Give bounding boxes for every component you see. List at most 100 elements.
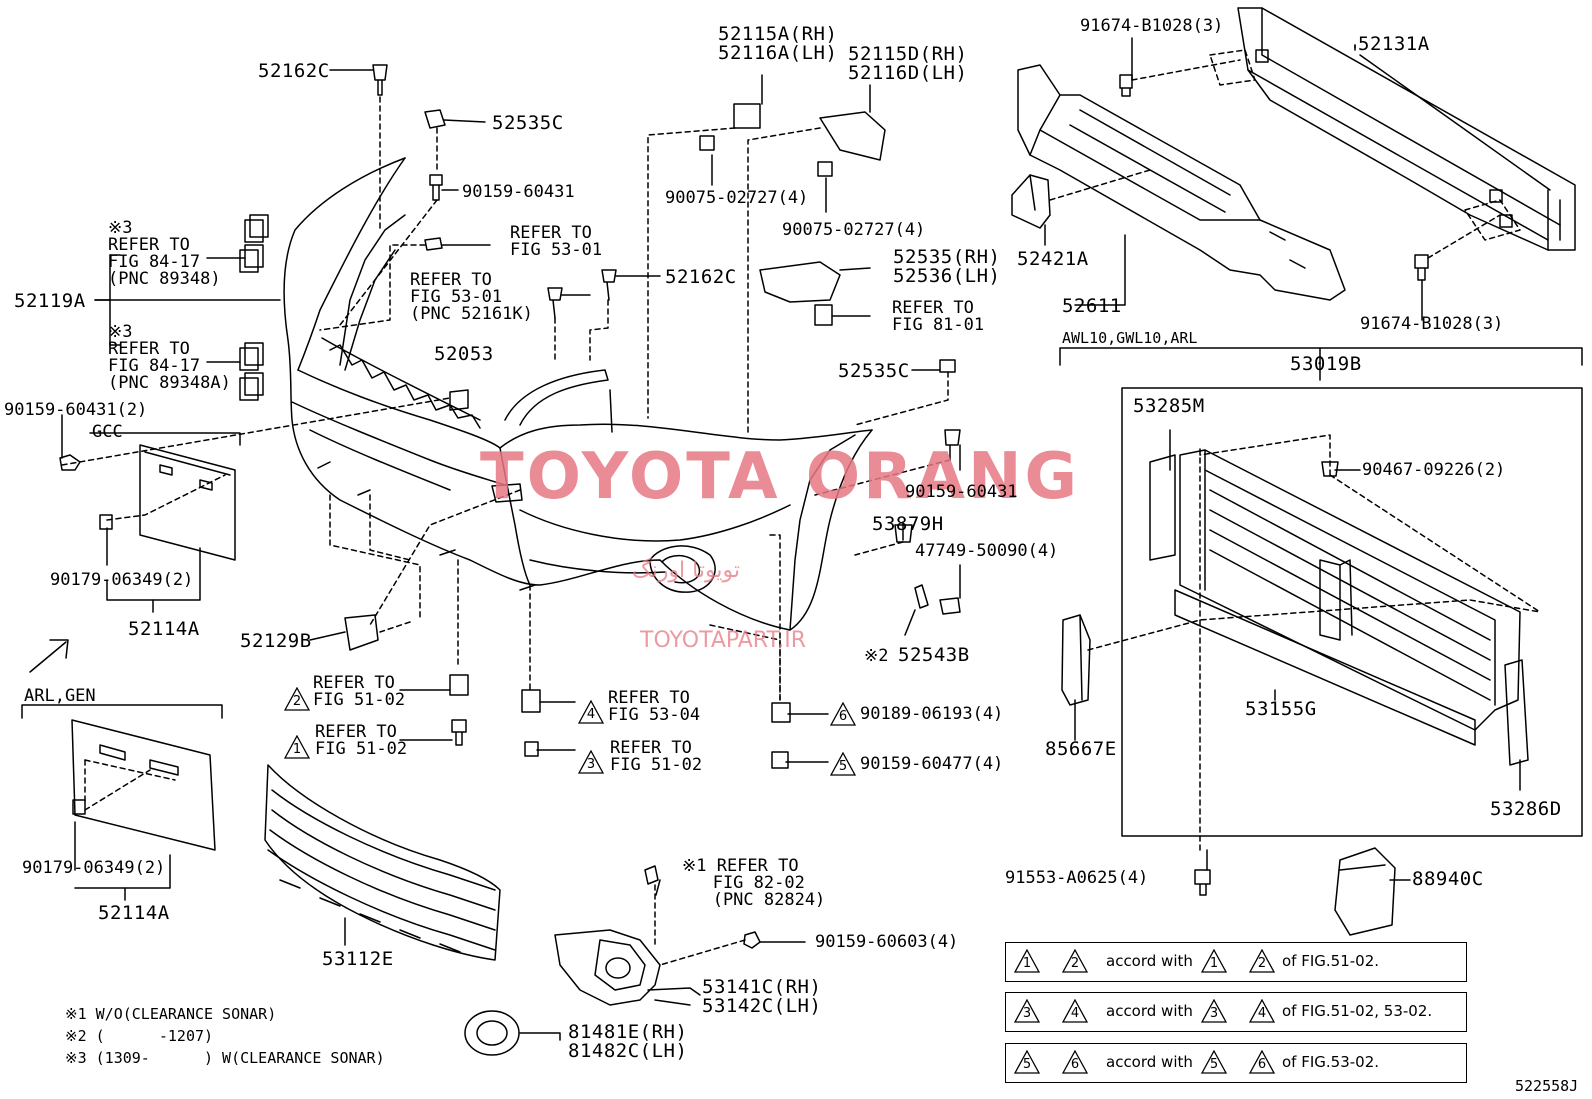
shutter-box bbox=[1121, 387, 1583, 837]
dashed-leaders-shutter bbox=[1087, 434, 1541, 651]
part-52115A: 52115A(RH) 52116A(LH) bbox=[718, 23, 838, 64]
part-90179-a: 90179-06349(2) bbox=[50, 570, 194, 590]
duct-88940C bbox=[1334, 847, 1396, 936]
accord-box-3: 5 6 accord with 5 6 of FIG.53-02. bbox=[1005, 1043, 1467, 1083]
bolt-icons-right bbox=[1119, 74, 1429, 281]
accord-2-tri-b-icon: 4 bbox=[1061, 998, 1089, 1023]
part-52162C-a: 52162C bbox=[258, 60, 330, 82]
accord-3-tri-b-icon: 6 bbox=[1061, 1049, 1089, 1074]
accord-3-tri-a-icon: 5 bbox=[1013, 1049, 1041, 1074]
bumper-cover-illustration bbox=[283, 157, 873, 631]
bolt-91553 bbox=[1194, 869, 1211, 896]
clip-90467 bbox=[1321, 461, 1339, 477]
triangle-2-icon: 2 bbox=[283, 686, 311, 711]
accord-2-tri-c-icon: 3 bbox=[1200, 998, 1228, 1023]
part-90159-60477: 90159-60477(4) bbox=[860, 754, 1004, 774]
accord-2-ref: of FIG.51-02, 53-02. bbox=[1282, 1002, 1433, 1020]
accord-3-tri-c-icon: 5 bbox=[1200, 1049, 1228, 1074]
part-53155G: 53155G bbox=[1245, 698, 1317, 720]
part-52131A: 52131A bbox=[1358, 33, 1430, 55]
part-91553: 91553-A0625(4) bbox=[1005, 868, 1149, 888]
accord-3-text: accord with bbox=[1106, 1053, 1193, 1071]
shutter-illustration bbox=[1174, 449, 1521, 746]
refer-fig-84-17-b: ※3 REFER TO FIG 84-17 (PNC 89348A) bbox=[108, 322, 231, 393]
part-52535-rh: 52535(RH) 52536(LH) bbox=[893, 246, 1001, 287]
part-90189: 90189-06193(4) bbox=[860, 704, 1004, 724]
triangle-6-icon: 6 bbox=[829, 701, 857, 726]
refer-fig-82-02: ※1 REFER TO FIG 82-02 (PNC 82824) bbox=[682, 856, 826, 910]
part-52611: 52611 bbox=[1062, 295, 1122, 317]
part-52421A: 52421A bbox=[1017, 248, 1089, 270]
accord-1-tri-c-icon: 1 bbox=[1200, 948, 1228, 973]
refer-fig-53-01-b: REFER TO FIG 53-01 (PNC 52161K) bbox=[410, 270, 533, 324]
note-1: ※1 W/O(CLEARANCE SONAR) bbox=[65, 1005, 277, 1023]
license-bracket-gcc bbox=[59, 444, 236, 561]
part-52543B: 52543B bbox=[898, 644, 970, 666]
refer-fig-51-02-3: REFER TO FIG 51-02 bbox=[610, 738, 703, 775]
refer-fig-51-02-2: REFER TO FIG 51-02 bbox=[313, 673, 406, 710]
refer-fig-84-17-a: ※3 REFER TO FIG 84-17 (PNC 89348) bbox=[108, 218, 221, 289]
part-53141C: 53141C(RH) 53142C(LH) bbox=[702, 976, 822, 1017]
label-awl: AWL10,GWL10,ARL bbox=[1062, 329, 1198, 347]
part-52114A-a: 52114A bbox=[128, 618, 200, 640]
front-arrow bbox=[29, 639, 69, 673]
label-arl-gen: ARL,GEN bbox=[24, 686, 96, 706]
note-3: ※3 (1309- ) W(CLEARANCE SONAR) bbox=[65, 1049, 385, 1067]
part-91674-a: 91674-B1028(3) bbox=[1080, 16, 1224, 36]
accord-1-tri-b-icon: 2 bbox=[1061, 948, 1089, 973]
dashed-leaders bbox=[61, 96, 951, 966]
bracket-85667E bbox=[1061, 614, 1091, 706]
part-53019B: 53019B bbox=[1290, 353, 1362, 375]
triangle-4-icon: 4 bbox=[577, 699, 605, 724]
fastener-icons bbox=[344, 64, 961, 769]
note2-mark: ※2 bbox=[864, 646, 889, 666]
accord-2-tri-d-icon: 4 bbox=[1248, 998, 1276, 1023]
part-90159-60431-2: 90159-60431(2) bbox=[4, 400, 148, 420]
part-90075-b: 90075-02727(4) bbox=[782, 220, 926, 240]
awl-bracket bbox=[1059, 347, 1583, 366]
refer-fig-53-01-a: REFER TO FIG 53-01 bbox=[510, 223, 603, 260]
accord-2-text: accord with bbox=[1106, 1002, 1193, 1020]
accord-box-2: 3 4 accord with 3 4 of FIG.51-02, 53-02. bbox=[1005, 992, 1467, 1032]
part-52119A: 52119A bbox=[14, 290, 86, 312]
solid-leaders bbox=[21, 37, 1551, 1041]
part-90159-60603: 90159-60603(4) bbox=[815, 932, 959, 952]
part-52053: 52053 bbox=[434, 343, 494, 365]
accord-3-tri-d-icon: 6 bbox=[1248, 1049, 1276, 1074]
part-88940C: 88940C bbox=[1412, 868, 1484, 890]
part-90159-60431-b: 90159-60431 bbox=[905, 482, 1018, 502]
bracket-52421A-illustration bbox=[1011, 174, 1051, 229]
part-52535C-a: 52535C bbox=[492, 112, 564, 134]
lower-grille-illustration bbox=[264, 764, 501, 961]
watermark-arabic: تویوتا اورنگ bbox=[632, 558, 740, 583]
dashed-leaders-right bbox=[1049, 49, 1521, 851]
accord-1-tri-d-icon: 2 bbox=[1248, 948, 1276, 973]
watermark-main: TOYOTA ORANG bbox=[480, 440, 1081, 514]
part-52162C-b: 52162C bbox=[665, 266, 737, 288]
seal-53286D bbox=[1504, 659, 1529, 766]
accord-1-text: accord with bbox=[1106, 952, 1193, 970]
part-90159-60431-a: 90159-60431 bbox=[462, 182, 575, 202]
license-bracket-arl bbox=[71, 719, 216, 851]
accord-2-tri-a-icon: 3 bbox=[1013, 998, 1041, 1023]
watermark-site: TOYOTAPART.IR bbox=[640, 628, 807, 653]
diagram-id: 522558J bbox=[1515, 1077, 1579, 1095]
refer-fig-51-02-1: REFER TO FIG 51-02 bbox=[315, 722, 408, 759]
part-47749: 47749-50090(4) bbox=[915, 541, 1059, 561]
accord-1-ref: of FIG.51-02. bbox=[1282, 952, 1380, 970]
triangle-1-icon: 1 bbox=[283, 734, 311, 759]
fog-bracket-illustration bbox=[554, 865, 761, 1006]
fog-ring-illustration bbox=[464, 1010, 520, 1056]
accord-3-ref: of FIG.53-02. bbox=[1282, 1053, 1380, 1071]
part-52535C-b: 52535C bbox=[838, 360, 910, 382]
sensor-bracket-icons bbox=[239, 214, 269, 401]
triangle-5-icon: 5 bbox=[829, 751, 857, 776]
part-52129B: 52129B bbox=[240, 630, 312, 652]
part-90467: 90467-09226(2) bbox=[1362, 460, 1506, 480]
part-91674-b: 91674-B1028(3) bbox=[1360, 314, 1504, 334]
seal-53285M bbox=[1149, 454, 1176, 561]
part-53286D: 53286D bbox=[1490, 798, 1562, 820]
accord-1-tri-a-icon: 1 bbox=[1013, 948, 1041, 973]
part-53112E: 53112E bbox=[322, 948, 394, 970]
